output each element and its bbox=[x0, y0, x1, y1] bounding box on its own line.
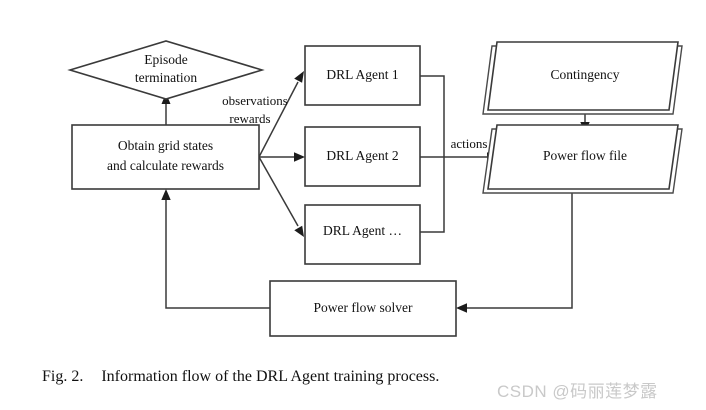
figure-caption: Fig. 2. Information flow of the DRL Agent… bbox=[42, 368, 439, 386]
edge-states-to-agentn bbox=[258, 156, 304, 237]
edge-agentn-to-bus bbox=[420, 157, 445, 233]
power-flow-file-label: Power flow file bbox=[543, 148, 627, 163]
edge-states-to-agent1 bbox=[258, 71, 304, 158]
node-episode-termination[interactable]: Episode termination bbox=[67, 40, 265, 100]
drl-agent-1-label: DRL Agent 1 bbox=[326, 67, 398, 82]
episode-termination-label-line2: termination bbox=[135, 70, 197, 85]
edge-agents-to-power-flow-file bbox=[420, 152, 498, 162]
figure-caption-text: Information flow of the DRL Agent traini… bbox=[101, 368, 440, 385]
edge-label-observations: observations bbox=[222, 93, 288, 108]
node-drl-agent-n[interactable]: DRL Agent … bbox=[304, 204, 421, 265]
drl-agent-2-label: DRL Agent 2 bbox=[326, 148, 398, 163]
node-power-flow-file[interactable]: Power flow file bbox=[482, 124, 683, 194]
edge-power-flow-file-to-solver bbox=[456, 190, 573, 313]
drl-agent-n-label: DRL Agent … bbox=[323, 223, 402, 238]
edge-solver-to-states bbox=[161, 189, 270, 309]
node-drl-agent-1[interactable]: DRL Agent 1 bbox=[304, 45, 421, 106]
obtain-grid-states-label-line1: Obtain grid states bbox=[118, 138, 213, 153]
episode-termination-label-line1: Episode bbox=[144, 52, 188, 67]
node-drl-agent-2[interactable]: DRL Agent 2 bbox=[304, 126, 421, 187]
figure-caption-tag: Fig. 2. bbox=[42, 368, 84, 385]
obtain-grid-states-label-line2: and calculate rewards bbox=[107, 158, 224, 173]
edge-label-actions: actions bbox=[451, 136, 488, 151]
edge-agent1-to-bus bbox=[420, 75, 445, 157]
node-power-flow-solver[interactable]: Power flow solver bbox=[269, 280, 457, 337]
edge-states-to-agent2 bbox=[259, 152, 305, 162]
node-obtain-grid-states[interactable]: Obtain grid states and calculate rewards bbox=[71, 124, 260, 190]
power-flow-solver-label: Power flow solver bbox=[314, 300, 413, 315]
edge-label-rewards: rewards bbox=[229, 111, 270, 126]
contingency-label: Contingency bbox=[551, 67, 620, 82]
node-contingency[interactable]: Contingency bbox=[482, 41, 683, 115]
